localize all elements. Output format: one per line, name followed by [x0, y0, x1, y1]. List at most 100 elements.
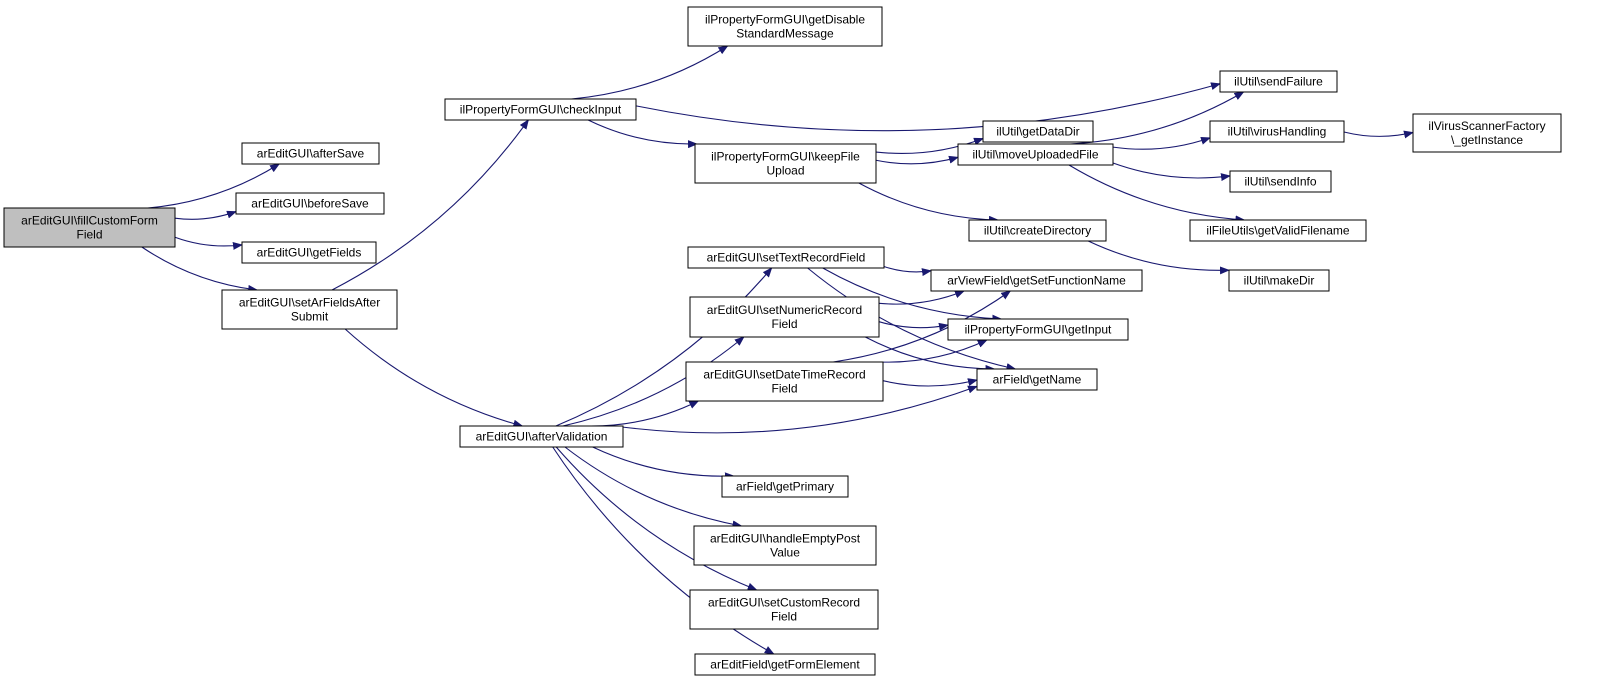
node-getInput[interactable]: ilPropertyFormGUI\getInput	[947, 318, 1129, 341]
node-box[interactable]	[687, 246, 885, 269]
node-box[interactable]	[1412, 113, 1562, 153]
edge-arrow	[807, 267, 1017, 371]
node-label: Field	[76, 228, 102, 242]
edge-moveUploaded-to-validFilename	[1068, 164, 1246, 224]
node-box[interactable]	[1228, 269, 1330, 292]
edge-afterValidation-to-getName	[622, 385, 978, 434]
node-box[interactable]	[3, 207, 176, 248]
node-box[interactable]	[241, 142, 380, 165]
node-beforeSave[interactable]: arEditGUI\beforeSave	[235, 192, 385, 215]
node-getFormElement[interactable]: arEditField\getFormElement	[694, 653, 876, 676]
node-box[interactable]	[689, 589, 879, 630]
node-box[interactable]	[930, 269, 1143, 292]
edge-setArFields-to-checkInput	[331, 119, 529, 291]
node-box[interactable]	[444, 98, 637, 121]
node-label: Field	[771, 610, 797, 624]
node-label: Field	[771, 382, 797, 396]
edge-arrow	[878, 321, 949, 331]
node-afterSave[interactable]: arEditGUI\afterSave	[241, 142, 380, 165]
node-label: arField\getPrimary	[736, 480, 834, 494]
node-afterValidation[interactable]: arEditGUI\afterValidation	[459, 425, 624, 448]
edge-afterValidation-to-setCustom	[555, 446, 758, 591]
node-box[interactable]	[1219, 70, 1338, 93]
node-label: arEditGUI\beforeSave	[251, 197, 369, 211]
edge-arrow	[865, 336, 996, 373]
node-getPrimary[interactable]: arField\getPrimary	[721, 475, 849, 498]
node-box[interactable]	[241, 241, 377, 264]
node-box[interactable]	[968, 219, 1107, 242]
node-sendFailure[interactable]: ilUtil\sendFailure	[1219, 70, 1338, 93]
edge-arrow	[571, 45, 729, 100]
node-box[interactable]	[221, 289, 398, 330]
edge-arrow	[875, 155, 959, 165]
node-label: ilPropertyFormGUI\getDisable	[705, 13, 865, 27]
edge-checkInput-to-keepFile	[587, 119, 699, 149]
node-box[interactable]	[1209, 120, 1345, 143]
edge-arrow	[878, 290, 965, 305]
node-box[interactable]	[721, 475, 849, 498]
node-label: ilUtil\createDirectory	[984, 224, 1091, 238]
node-getFields[interactable]: arEditGUI\getFields	[241, 241, 377, 264]
node-label: \_getInstance	[1451, 133, 1523, 147]
node-label: ilFileUtils\getValidFilename	[1206, 224, 1349, 238]
node-label: arEditGUI\setArFieldsAfter	[239, 296, 380, 310]
node-label: arEditGUI\handleEmptyPost	[710, 532, 861, 546]
edge-setNumeric-to-getInput	[878, 321, 949, 331]
node-box[interactable]	[693, 525, 877, 566]
edge-arrow	[552, 446, 775, 655]
node-label: ilPropertyFormGUI\keepFile	[711, 150, 860, 164]
node-box[interactable]	[957, 143, 1114, 166]
node-getDisable[interactable]: ilPropertyFormGUI\getDisableStandardMess…	[687, 6, 883, 47]
node-sendInfo[interactable]: ilUtil\sendInfo	[1229, 170, 1332, 193]
edge-arrow	[592, 446, 735, 481]
node-box[interactable]	[694, 653, 876, 676]
edge-fill-to-afterSave	[147, 163, 280, 209]
node-box[interactable]	[947, 318, 1129, 341]
node-getSetFunc[interactable]: arViewField\getSetFunctionName	[930, 269, 1143, 292]
node-createDir[interactable]: ilUtil\createDirectory	[968, 219, 1107, 242]
node-virusScanner[interactable]: ilVirusScannerFactory\_getInstance	[1412, 113, 1562, 153]
node-label: arEditGUI\setTextRecordField	[707, 251, 866, 265]
node-label: StandardMessage	[736, 27, 834, 41]
node-validFilename[interactable]: ilFileUtils\getValidFilename	[1189, 219, 1367, 242]
node-getName[interactable]: arField\getName	[976, 368, 1098, 391]
node-box[interactable]	[976, 368, 1098, 391]
edge-setNumeric-to-getSetFunc	[878, 290, 965, 305]
node-box[interactable]	[459, 425, 624, 448]
node-virusHandling[interactable]: ilUtil\virusHandling	[1209, 120, 1345, 143]
node-label: arEditGUI\fillCustomForm	[21, 214, 158, 228]
node-getDataDir[interactable]: ilUtil\getDataDir	[982, 120, 1094, 143]
edge-keepFile-to-createDir	[858, 182, 1000, 224]
node-box[interactable]	[982, 120, 1094, 143]
edge-arrow	[1112, 137, 1211, 150]
edge-arrow	[1087, 240, 1230, 275]
edge-setDateTime-to-getInput	[879, 339, 988, 363]
edge-setText-to-getSetFunc	[883, 265, 932, 277]
edge-afterValidation-to-setText	[555, 267, 773, 427]
node-box[interactable]	[694, 143, 877, 184]
node-box[interactable]	[687, 6, 883, 47]
node-box[interactable]	[1189, 219, 1367, 242]
node-box[interactable]	[689, 296, 880, 338]
node-box[interactable]	[685, 361, 884, 402]
node-label: arEditField\getFormElement	[710, 658, 860, 672]
node-checkInput[interactable]: ilPropertyFormGUI\checkInput	[444, 98, 637, 121]
edge-arrow	[1343, 130, 1414, 139]
node-setText[interactable]: arEditGUI\setTextRecordField	[687, 246, 885, 269]
node-makeDir[interactable]: ilUtil\makeDir	[1228, 269, 1330, 292]
edge-arrow	[882, 378, 978, 387]
node-box[interactable]	[235, 192, 385, 215]
edge-setText-to-getName	[807, 267, 1017, 371]
node-label: Submit	[291, 310, 329, 324]
edge-setNumeric-to-getName	[865, 336, 996, 373]
node-box[interactable]	[1229, 170, 1332, 193]
node-moveUploaded[interactable]: ilUtil\moveUploadedFile	[957, 143, 1114, 166]
node-label: ilPropertyFormGUI\getInput	[965, 323, 1112, 337]
